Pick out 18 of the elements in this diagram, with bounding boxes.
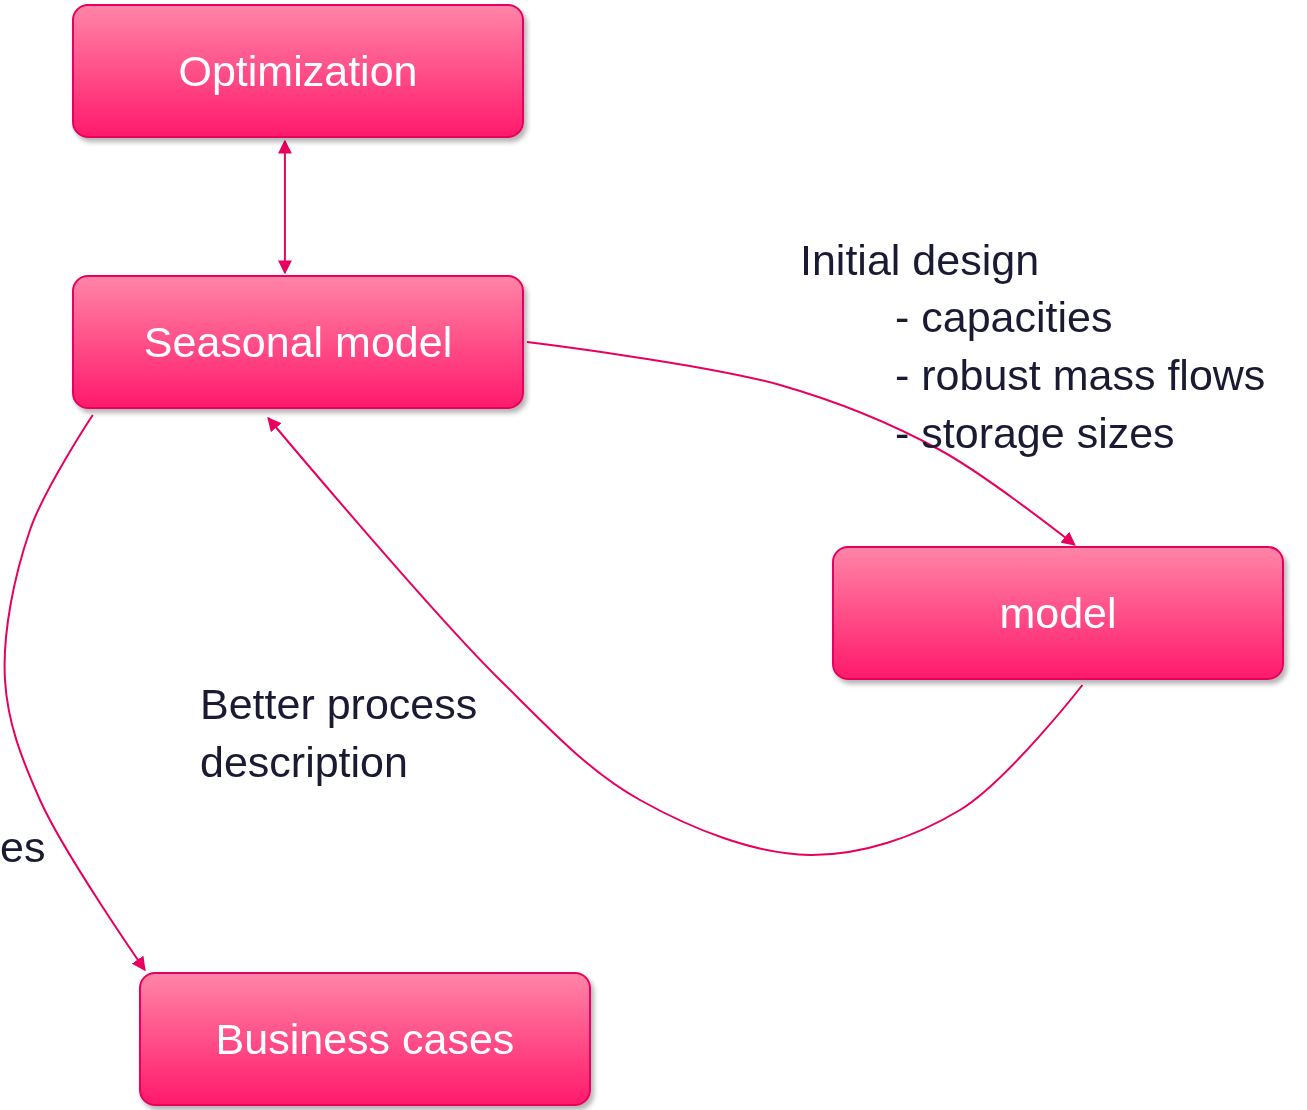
arrow: [526, 341, 1076, 546]
arrow: [267, 416, 1084, 856]
annotation-text: - storage sizes: [895, 408, 1175, 458]
process-box: [139, 972, 591, 1106]
node-label: model: [999, 588, 1117, 638]
process-box: [72, 275, 524, 409]
node-label: Business cases: [215, 1014, 515, 1064]
annotation-text: - capacities: [895, 292, 1113, 342]
process-box: [72, 4, 524, 138]
annotation-text: - robust mass flows: [895, 350, 1266, 400]
arrow: [277, 139, 292, 275]
node-label: Optimization: [178, 46, 418, 96]
node-label: Seasonal model: [143, 317, 453, 367]
annotation-text: es: [0, 822, 46, 872]
edge-label: Better process description: [200, 679, 479, 788]
process-box: [832, 546, 1284, 680]
annotation-text: Initial design: [800, 235, 1040, 285]
arrow: [3, 414, 146, 972]
